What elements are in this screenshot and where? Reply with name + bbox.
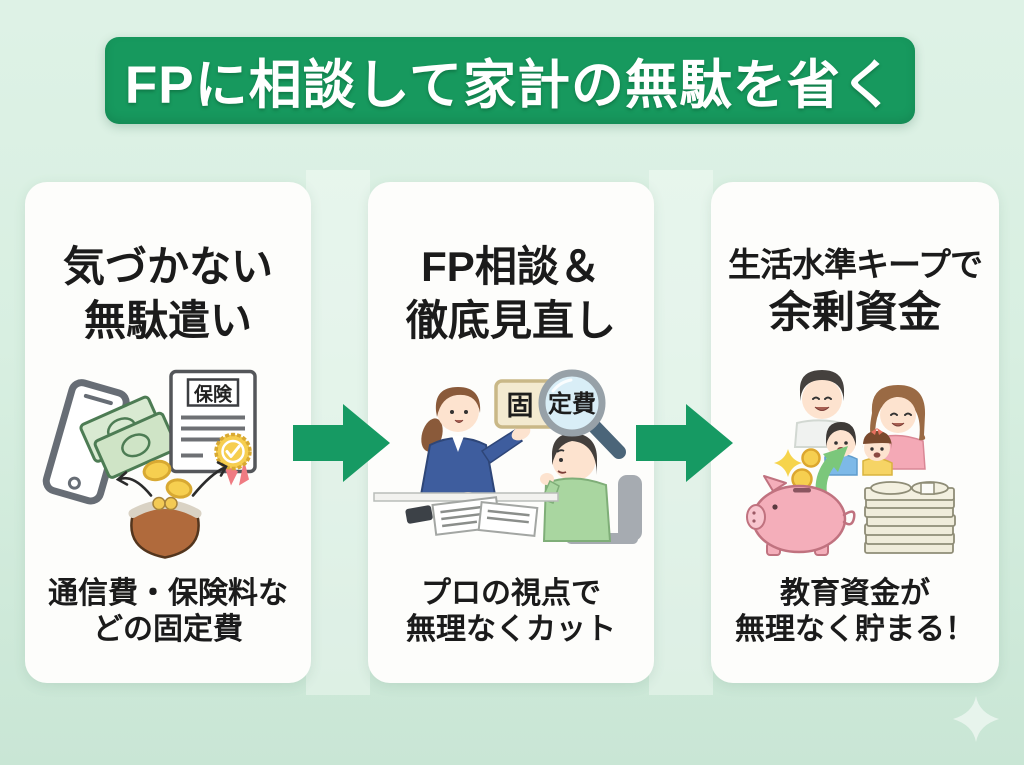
savings-illustration [746, 370, 956, 556]
sign-label: 固 [507, 391, 534, 421]
arrow-right-icon [293, 404, 390, 482]
title-banner: FPに相談して家計の無駄を省く [105, 37, 915, 124]
document-icon [477, 501, 539, 537]
caption-line: 通信費・保険料な [48, 577, 288, 610]
lens-label: 定費 [548, 390, 596, 418]
heading-line: 無駄遣い [83, 296, 252, 344]
step-card-hidden-waste: 気づかない 無駄遣い [25, 182, 311, 683]
insurance-document-icon: 保険 [169, 369, 257, 486]
card-heading: 生活水準キープで 余剰資金 [711, 244, 999, 341]
card-heading: FP相談＆ 徹底見直し [368, 240, 654, 348]
coins-icon [142, 459, 193, 499]
heading-line: FP相談＆ [421, 243, 601, 290]
card-caption: プロの視点で 無理なくカット [368, 576, 654, 648]
page-title: FPに相談して家計の無駄を省く [124, 55, 896, 115]
consultation-illustration: 固 定費 [373, 369, 642, 544]
heading-line: 気づかない [62, 243, 273, 290]
document-label: 保険 [193, 383, 233, 406]
step-card-surplus-funds: 生活水準キープで 余剰資金 [711, 182, 999, 683]
out-arrows-icon [115, 461, 228, 497]
award-badge-icon [214, 432, 252, 486]
phone-icon [405, 505, 433, 524]
caption-line: 無理なくカット [406, 613, 616, 646]
piggy-bank-icon [746, 475, 856, 556]
caption-line: 教育資金が [780, 577, 930, 610]
card-caption: 教育資金が 無理なく貯まる！ [711, 576, 999, 648]
caption-line: プロの視点で [421, 577, 601, 610]
money-stack-icon [864, 481, 956, 554]
coins-icon [791, 448, 821, 490]
coin-purse-icon [128, 496, 202, 559]
sparkle-icon [952, 695, 1000, 743]
heading-line: 余剰資金 [769, 289, 941, 338]
step-card-fp-consultation: FP相談＆ 徹底見直し [368, 182, 654, 683]
sparkle-icon [774, 449, 802, 477]
heading-line: 徹底見直し [405, 296, 616, 344]
caption-line: どの固定費 [93, 613, 243, 646]
waste-illustration: 保険 [42, 369, 257, 559]
card-heading: 気づかない 無駄遣い [25, 240, 311, 348]
caption-line: 無理なく貯まる！ [735, 613, 975, 646]
heading-line: 生活水準キープで [727, 246, 983, 283]
table-icon [373, 492, 559, 537]
arrow-right-icon [636, 404, 733, 482]
card-caption: 通信費・保険料な どの固定費 [25, 576, 311, 648]
magnifier-icon: 定費 [538, 369, 626, 459]
fp-advisor-figure [419, 387, 531, 502]
client-figure [540, 433, 612, 542]
